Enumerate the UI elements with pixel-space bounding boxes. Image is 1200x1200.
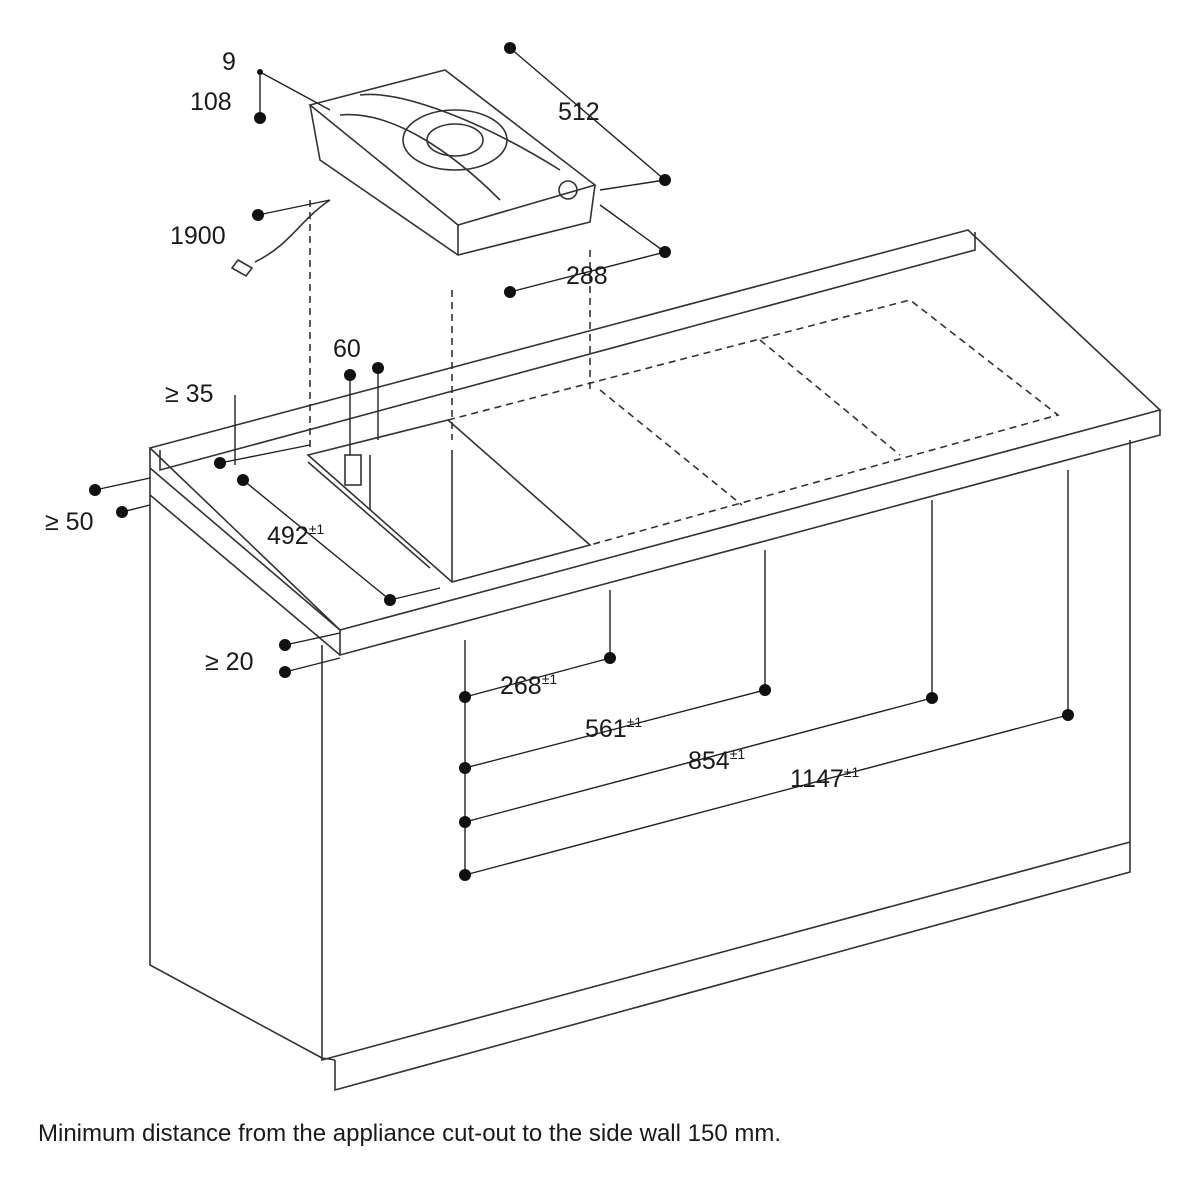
- cabinet: [149, 440, 1131, 1092]
- dim-854: 854±1: [688, 747, 745, 774]
- dim-value: 1147: [790, 765, 844, 793]
- dim-492: 492±1: [267, 522, 324, 549]
- dim-tolerance: ±1: [308, 521, 325, 537]
- dimension-dots: [89, 42, 1074, 881]
- dim-value: 561: [585, 715, 627, 743]
- dim-value: 854: [688, 747, 730, 775]
- dim-tolerance: ±1: [626, 714, 643, 730]
- dim-tolerance: ±1: [729, 746, 746, 762]
- dim-9: 9: [222, 48, 236, 76]
- caption: Minimum distance from the appliance cut-…: [38, 1120, 782, 1147]
- dim-tolerance: ±1: [541, 671, 558, 687]
- dim-value: 492: [267, 522, 309, 550]
- dim-wall-clearance: ≥ 50: [45, 508, 94, 536]
- cutout: [306, 419, 592, 583]
- dim-108: 108: [190, 88, 232, 116]
- dim-561: 561±1: [585, 715, 642, 742]
- dim-512: 512: [558, 98, 600, 126]
- dim-60: 60: [333, 335, 361, 363]
- dim-rear-clearance: ≥ 35: [165, 380, 214, 408]
- appliance-drawing: [230, 69, 597, 278]
- dim-front-clearance: ≥ 20: [205, 648, 254, 676]
- dim-268: 268±1: [500, 672, 557, 699]
- dim-value: 268: [500, 672, 542, 700]
- dim-1147: 1147±1: [790, 765, 859, 792]
- dim-288: 288: [566, 262, 608, 290]
- dimension-lines: [94, 47, 1069, 876]
- dim-1900: 1900: [170, 222, 226, 250]
- dashed-cutouts: [309, 200, 1060, 546]
- dim-tolerance: ±1: [843, 764, 860, 780]
- countertop: [148, 229, 1162, 657]
